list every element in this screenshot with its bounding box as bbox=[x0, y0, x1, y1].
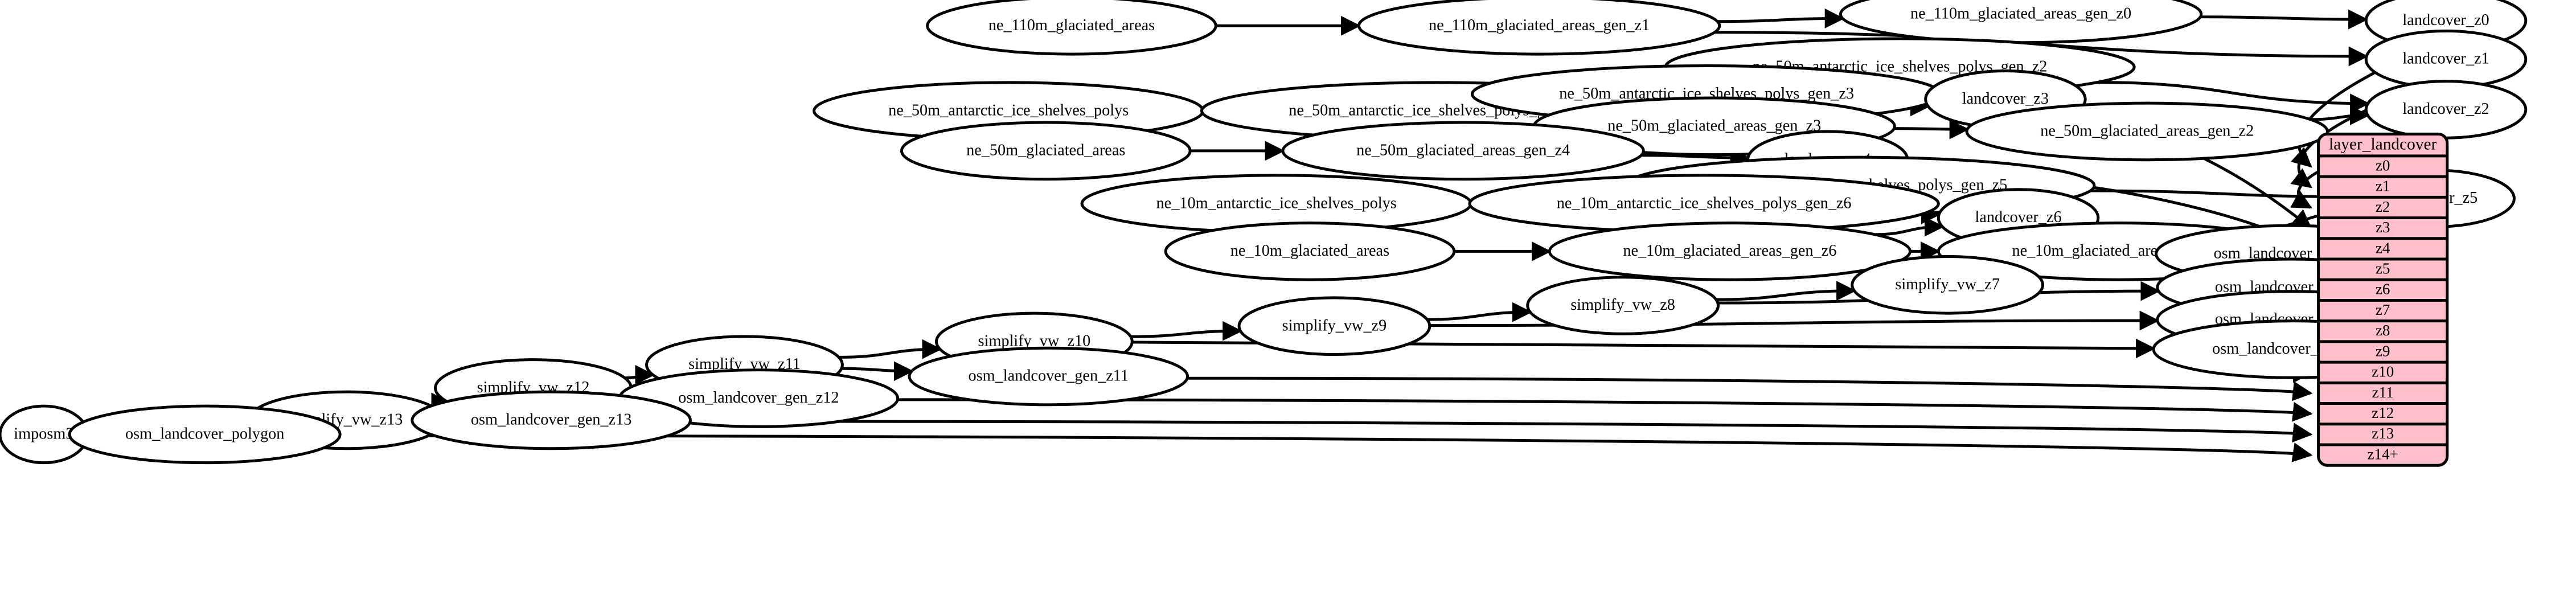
table-row-z5[interactable]: z5 bbox=[2376, 260, 2390, 277]
node-simplify_vw_z8[interactable]: simplify_vw_z8 bbox=[1526, 276, 1720, 335]
node-shape bbox=[1357, 0, 1721, 56]
table-row-z6[interactable]: z6 bbox=[2376, 281, 2390, 298]
edge-simplify_vw_z9-to-osm_landcover_gen_z9 bbox=[1429, 310, 2160, 331]
node-shape bbox=[411, 390, 692, 450]
edge-simplify_vw_z8-to-simplify_vw_z7 bbox=[1716, 281, 1856, 301]
table-row-z2[interactable]: z2 bbox=[2376, 198, 2390, 215]
table-row-z1[interactable]: z1 bbox=[2376, 178, 2390, 195]
node-landcover_z1[interactable]: landcover_z1 bbox=[2364, 29, 2528, 89]
table-header-label: layer_landcover bbox=[2329, 136, 2437, 154]
table-row-z0[interactable]: z0 bbox=[2376, 157, 2390, 174]
table-row-z4[interactable]: z4 bbox=[2376, 239, 2390, 256]
node-ne_10m_glaciated_areas_gen_z6[interactable]: ne_10m_glaciated_areas_gen_z6 bbox=[1548, 222, 1912, 281]
node-osm_landcover_gen_z13[interactable]: osm_landcover_gen_z13 bbox=[411, 390, 692, 450]
edge-ne_110m_glaciated_areas_gen_z0-to-landcover_z0 bbox=[2200, 9, 2368, 30]
node-label: ne_50m_antarctic_ice_shelves_polys bbox=[888, 101, 1129, 119]
node-label: osm_landcover_gen_z12 bbox=[678, 389, 839, 407]
node-shape bbox=[68, 404, 342, 465]
node-label: simplify_vw_z9 bbox=[1282, 317, 1387, 334]
node-ne_110m_glaciated_areas[interactable]: ne_110m_glaciated_areas bbox=[926, 0, 1217, 56]
node-shape bbox=[1548, 222, 1912, 281]
node-osm_landcover_gen_z12[interactable]: osm_landcover_gen_z12 bbox=[618, 368, 900, 428]
edge-ne_110m_glaciated_areas_gen_z1-to-ne_110m_glaciated_areas_gen_z0 bbox=[1717, 9, 1845, 28]
node-label: osm_landcover_gen_z11 bbox=[969, 367, 1129, 385]
table-row-z7[interactable]: z7 bbox=[2376, 301, 2390, 318]
node-label: landcover_z3 bbox=[1962, 90, 2049, 108]
node-label: ne_50m_glaciated_areas_gen_z3 bbox=[1607, 117, 1821, 134]
node-layer: ne_110m_glaciated_areas ne_110m_glaciated… bbox=[0, 0, 2528, 465]
node-label: ne_50m_glaciated_areas bbox=[966, 141, 1125, 159]
node-shape bbox=[1965, 101, 2329, 162]
node-label: ne_110m_glaciated_areas_gen_z1 bbox=[1429, 17, 1650, 34]
edge-osm_landcover_gen_z13-to-layer_landcover_z13 bbox=[690, 420, 2313, 443]
node-ne_10m_glaciated_areas[interactable]: ne_10m_glaciated_areas bbox=[1164, 222, 1456, 281]
node-label: landcover_z6 bbox=[1975, 208, 2061, 226]
table-row-z12[interactable]: z12 bbox=[2372, 404, 2394, 421]
node-label: osm_landcover_polygon bbox=[125, 425, 284, 442]
node-label: landcover_z2 bbox=[2402, 100, 2489, 118]
node-ne_50m_glaciated_areas_gen_z4[interactable]: ne_50m_glaciated_areas_gen_z4 bbox=[1281, 121, 1645, 181]
node-label: landcover_z0 bbox=[2402, 11, 2489, 29]
node-shape bbox=[1164, 222, 1456, 281]
edge-ne_50m_glaciated_areas_gen_z3-to-ne_50m_glaciated_areas_gen_z2 bbox=[1894, 119, 1970, 140]
node-shape bbox=[908, 346, 1189, 407]
table-row-z13[interactable]: z13 bbox=[2372, 425, 2394, 442]
edge-osm_landcover_polygon-to-layer_landcover_z14_ bbox=[339, 434, 2313, 462]
edge-ne_10m_glaciated_areas_gen_z6-to-landcover_z6 bbox=[1874, 216, 1945, 237]
node-osm_landcover_polygon[interactable]: osm_landcover_polygon bbox=[68, 404, 342, 465]
node-label: ne_10m_antarctic_ice_shelves_polys_gen_z… bbox=[1557, 194, 1852, 212]
table-row-z8[interactable]: z8 bbox=[2376, 322, 2390, 339]
node-osm_landcover_gen_z11[interactable]: osm_landcover_gen_z11 bbox=[908, 346, 1189, 407]
node-label: landcover_z1 bbox=[2402, 50, 2489, 68]
edge-simplify_vw_z11-to-simplify_vw_z10 bbox=[839, 339, 942, 359]
node-label: ne_10m_antarctic_ice_shelves_polys bbox=[1156, 194, 1397, 212]
node-shape bbox=[926, 0, 1217, 56]
node-landcover_z2[interactable]: landcover_z2 bbox=[2364, 80, 2528, 140]
table-row-z9[interactable]: z9 bbox=[2376, 342, 2390, 359]
node-simplify_vw_z7[interactable]: simplify_vw_z7 bbox=[1851, 255, 2045, 315]
node-ne_110m_glaciated_areas_gen_z0[interactable]: ne_110m_glaciated_areas_gen_z0 bbox=[1839, 0, 2203, 44]
node-label: ne_110m_glaciated_areas_gen_z0 bbox=[1910, 5, 2131, 23]
node-label: ne_50m_glaciated_areas_gen_z4 bbox=[1356, 141, 1570, 159]
node-shape bbox=[1851, 255, 2045, 315]
node-label: ne_50m_glaciated_areas_gen_z2 bbox=[2040, 122, 2254, 140]
node-shape bbox=[1281, 121, 1645, 181]
node-label: ne_10m_glaciated_areas bbox=[1230, 242, 1389, 260]
node-label: simplify_vw_z7 bbox=[1895, 276, 2000, 293]
node-shape bbox=[900, 121, 1192, 181]
node-label: ne_110m_glaciated_areas bbox=[988, 17, 1155, 34]
edge-simplify_vw_z11-to-osm_landcover_gen_z11 bbox=[841, 361, 914, 382]
edge-ne_50m_antarctic_ice_shelves_polys_gen_z2-to-landcover_z2 bbox=[2097, 81, 2370, 114]
layer-landcover-table: layer_landcover z0 z1 z2 z3 z4 z5 z6 z7 z8 z9 z10 z1… bbox=[2317, 132, 2449, 467]
node-ne_50m_glaciated_areas_gen_z2[interactable]: ne_50m_glaciated_areas_gen_z2 bbox=[1965, 101, 2329, 162]
node-label: osm_landcover_gen_z13 bbox=[471, 411, 631, 429]
edge-simplify_vw_z10-to-simplify_vw_z9 bbox=[1130, 321, 1242, 341]
node-label: ne_10m_glaciated_areas_gen_z6 bbox=[1623, 242, 1836, 260]
node-ne_110m_glaciated_areas_gen_z1[interactable]: ne_110m_glaciated_areas_gen_z1 bbox=[1357, 0, 1721, 56]
node-shape bbox=[1526, 276, 1720, 335]
node-label: imposm3 bbox=[14, 425, 73, 442]
table-row-z3[interactable]: z3 bbox=[2376, 219, 2390, 236]
edge-simplify_vw_z12-to-simplify_vw_z11 bbox=[625, 364, 655, 385]
node-ne_50m_glaciated_areas[interactable]: ne_50m_glaciated_areas bbox=[900, 121, 1192, 181]
table-row-z10[interactable]: z10 bbox=[2372, 363, 2394, 380]
node-simplify_vw_z9[interactable]: simplify_vw_z9 bbox=[1237, 296, 1431, 356]
table-row-z11[interactable]: z11 bbox=[2372, 384, 2394, 401]
node-shape bbox=[1237, 296, 1431, 356]
table-row-z14+[interactable]: z14+ bbox=[2367, 445, 2398, 462]
edge-osm_landcover_gen_z12-to-layer_landcover_z12 bbox=[897, 398, 2313, 422]
edge-osm_landcover_gen_z11-to-layer_landcover_z11 bbox=[1187, 376, 2313, 401]
edge-ne_50m_glaciated_areas_gen_z4-to-landcover_z4 bbox=[1641, 147, 1750, 168]
edge-simplify_vw_z9-to-simplify_vw_z8 bbox=[1427, 302, 1532, 322]
edge-ne_50m_glaciated_areas_gen_z2-to-landcover_z2 bbox=[2310, 105, 2370, 125]
node-label: simplify_vw_z8 bbox=[1570, 296, 1675, 314]
